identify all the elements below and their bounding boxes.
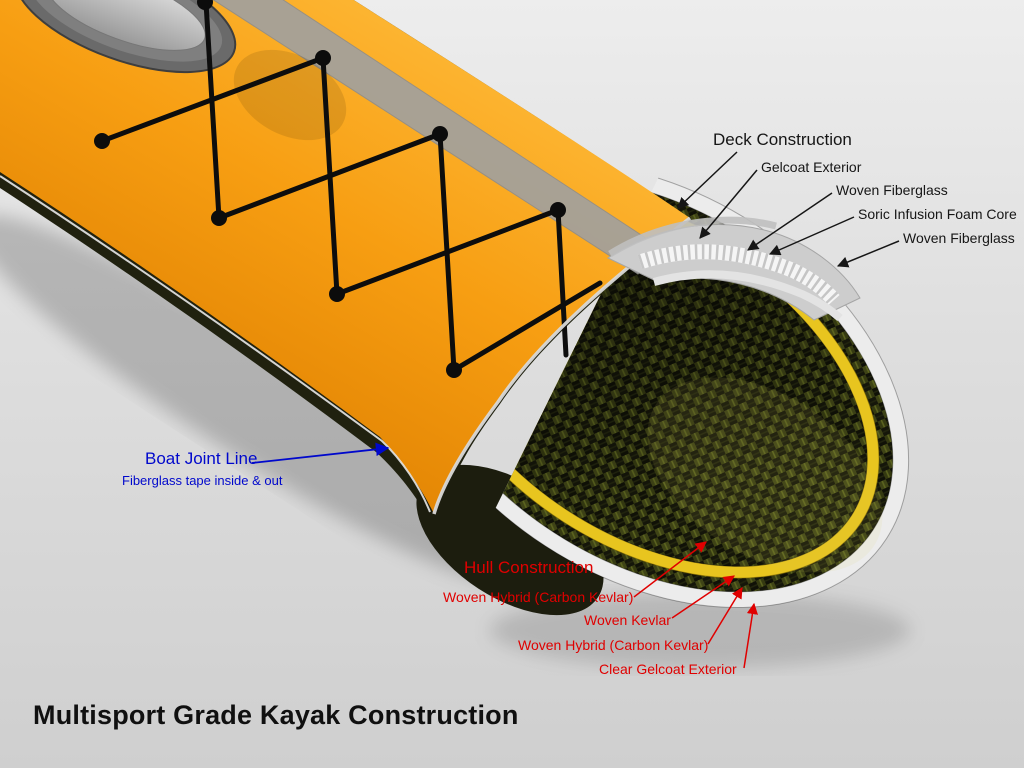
- boat-joint-line-subtext: Fiberglass tape inside & out: [122, 473, 283, 488]
- kayak-shadow: [0, 214, 529, 586]
- hull-callout-arrows: [633, 541, 758, 669]
- hatch: [13, 0, 237, 74]
- boat-joint-line: [0, 175, 431, 513]
- hull-construction-heading: Hull Construction: [464, 558, 594, 577]
- label-soric-foam-core: Soric Infusion Foam Core: [858, 206, 1017, 222]
- label-gelcoat-exterior: Gelcoat Exterior: [761, 159, 862, 175]
- label-clear-gelcoat: Clear Gelcoat Exterior: [599, 661, 737, 677]
- label-woven-fiberglass-1: Woven Fiberglass: [836, 182, 948, 198]
- bungee-fittings: [94, 0, 566, 378]
- arrow-woven-hybrid-2: [707, 587, 743, 645]
- label-woven-hybrid-2: Woven Hybrid (Carbon Kevlar): [518, 637, 709, 653]
- arrow-boat-joint-line: [251, 442, 390, 464]
- deck-callout-arrows: [677, 151, 900, 268]
- arrow-gelcoat-exterior: [699, 169, 758, 239]
- arrow-clear-gelcoat: [743, 602, 758, 669]
- arrow-woven-hybrid-1: [633, 541, 707, 598]
- arrow-deck-construction: [677, 151, 738, 209]
- kayak-deck: [0, 0, 690, 514]
- interior-highlight: [647, 377, 883, 573]
- label-woven-fiberglass-2: Woven Fiberglass: [903, 230, 1015, 246]
- label-woven-hybrid-1: Woven Hybrid (Carbon Kevlar): [443, 589, 634, 605]
- arrow-woven-fiberglass-2: [836, 240, 900, 268]
- deck-construction-heading: Deck Construction: [713, 130, 852, 149]
- label-woven-kevlar: Woven Kevlar: [584, 612, 671, 628]
- arrow-soric-foam-core: [768, 216, 855, 256]
- arrow-woven-kevlar: [671, 575, 735, 619]
- deck-recess: [233, 49, 347, 141]
- boat-joint-line-heading: Boat Joint Line: [145, 449, 258, 468]
- cut-section-shadow: [490, 592, 910, 668]
- arrow-woven-fiberglass-1: [747, 192, 833, 251]
- deck-layer-peel: [607, 216, 861, 322]
- page-title: Multisport Grade Kayak Construction: [33, 700, 519, 730]
